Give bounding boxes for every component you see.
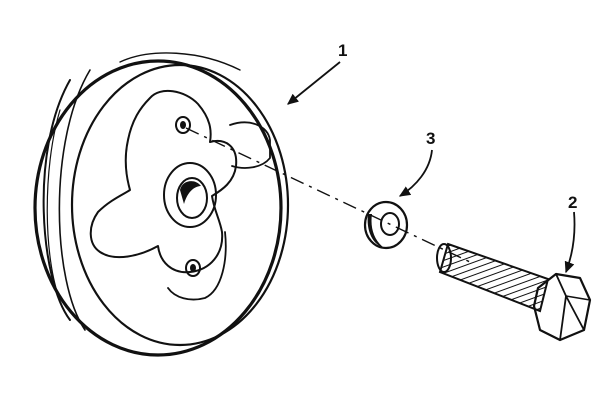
- hub-lower-thickness: [167, 231, 227, 301]
- washer-edge-shade: [367, 214, 384, 248]
- callout-2-leader: [564, 211, 576, 274]
- hub-face: [89, 89, 238, 274]
- hub-side-lobe: [229, 121, 271, 169]
- pulley-rim-back: [70, 63, 290, 347]
- hub-hole-lower: [185, 259, 201, 277]
- bolt: [436, 242, 592, 342]
- pulley-groove-shade: [46, 109, 61, 301]
- pulley-hub: [89, 89, 271, 301]
- callout-2-group: 2: [564, 193, 577, 274]
- pulley-rim-front: [33, 59, 283, 357]
- bolt-head-edge-3: [565, 295, 591, 301]
- callout-1-group: 1: [287, 41, 347, 105]
- bolt-head-edge-1: [555, 273, 585, 331]
- washer-inner: [380, 212, 400, 236]
- callout-1-leader: [287, 61, 341, 105]
- pulley-groove-outer: [42, 79, 71, 321]
- hub-center-bore: [176, 177, 208, 219]
- bolt-head-edge-2: [559, 295, 567, 341]
- pulley-top-edge: [119, 52, 241, 71]
- bore-shadow: [180, 181, 201, 204]
- hub-hole-upper: [175, 116, 191, 134]
- callout-3-group: 3: [398, 129, 435, 197]
- hub-hole-lower-shadow: [190, 264, 196, 272]
- bolt-shank: [438, 242, 550, 313]
- pulley: [33, 52, 290, 357]
- hub-hole-upper-shadow: [180, 121, 186, 129]
- assembly-axis-line: [185, 127, 471, 263]
- hub-center-boss: [163, 162, 217, 228]
- bolt-tip: [436, 243, 452, 273]
- callout-3: 3: [426, 129, 435, 148]
- pulley-groove-inner: [58, 69, 91, 331]
- washer-outer: [363, 200, 409, 250]
- callout-2: 2: [568, 193, 577, 212]
- callout-1: 1: [338, 41, 347, 60]
- callout-3-leader: [398, 149, 433, 197]
- washer: [363, 200, 409, 250]
